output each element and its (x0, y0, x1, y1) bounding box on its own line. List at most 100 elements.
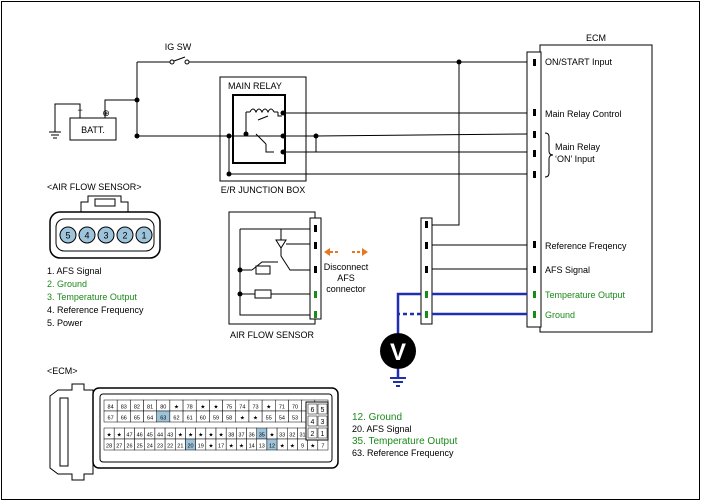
afs-pin-terminals (314, 225, 317, 318)
ecm-pin-number: ★ (214, 404, 219, 411)
ecm-pin-terminals (533, 59, 536, 318)
ecm-side-pin-number: 2 (311, 431, 315, 438)
ecm-legend-item: 35. Temperature Output (352, 436, 458, 447)
ecm-pin-number: 35 (259, 433, 265, 439)
afs-block-label: AIR FLOW SENSOR (230, 330, 315, 340)
ecm-pin-number: 28 (106, 444, 112, 450)
afs-pin-5 (59, 226, 77, 244)
ecm-pin-reference: Reference Freqency (545, 241, 627, 251)
ecm-side-pin (317, 403, 328, 415)
afs-legend-item: 1. AFS Signal (47, 266, 102, 276)
afs-pin-label: 2 (122, 231, 127, 241)
ig-switch (169, 56, 190, 65)
ecm-pin-number: 45 (147, 433, 153, 439)
ecm-pin-number: 46 (137, 433, 143, 439)
ecm-pin-number: 66 (121, 416, 127, 422)
ecm-pin-number: 22 (167, 444, 173, 450)
afs-pin-label: 1 (141, 231, 146, 241)
disconnect-note-line2: AFS (337, 273, 355, 283)
voltmeter (380, 333, 416, 369)
ecm-side-pin (307, 415, 318, 427)
ecm-pin-number: 24 (147, 444, 153, 450)
ecm-pin-number: 67 (108, 416, 114, 422)
ecm-side-pin (307, 403, 318, 415)
ecm-pin-number: ★ (229, 443, 234, 450)
ecm-pin-ground: Ground (545, 310, 575, 320)
ecm-pin-number: ★ (280, 443, 285, 450)
ecm-pin-number: 14 (249, 444, 255, 450)
ecm-pin-number: 74 (239, 405, 245, 411)
ecm-pin-number: 64 (147, 416, 153, 422)
main-relay (232, 94, 286, 164)
ig-sw-label: IG SW (165, 42, 192, 52)
ecm-pin-number: 71 (279, 405, 285, 411)
ecm-legend-item: 63. Reference Frequency (352, 448, 454, 458)
ecm-pin-number: 23 (157, 444, 163, 450)
ecm-pin-number: ★ (200, 404, 205, 411)
ecm-block (539, 44, 653, 333)
ecm-pin-number: 31 (299, 433, 305, 439)
battery-ground (49, 103, 81, 139)
ecm-side-pin-number: 3 (321, 419, 325, 426)
afs-internal-circuit (237, 228, 310, 316)
afs-pin-label: 3 (103, 231, 108, 241)
ecm-pin-number: ★ (270, 432, 275, 439)
ecm-pin-number: 21 (177, 444, 183, 450)
ecm-connector-strip (526, 51, 542, 328)
afs-legend-item: 4. Reference Frequency (47, 305, 144, 315)
ecm-pin-number: 81 (147, 405, 153, 411)
ecm-legend-item: 12. Ground (352, 412, 402, 423)
ecm-pin-number: 9 (301, 444, 304, 450)
ecm-connector-title: <ECM> (47, 366, 78, 376)
ecm-pin-number: 60 (200, 416, 206, 422)
ecm-brace (544, 132, 554, 178)
ecm-pin-number: 55 (266, 416, 272, 422)
ecm-connector-row2: ★★4746454443★★★★★38373635★33323130292827… (103, 427, 329, 451)
ecm-pin-number: 12 (269, 444, 275, 450)
ecm-side-pin (317, 415, 328, 427)
probe-positive (396, 292, 421, 333)
afs-legend-item: 2. Ground (47, 279, 87, 289)
ecm-pin-number: 61 (187, 416, 193, 422)
ecm-pin-number: 17 (218, 444, 224, 450)
afs-pin-4 (78, 226, 96, 244)
ecm-pin-main-relay: Main Relay (555, 142, 601, 152)
ecm-pin-number: 37 (238, 433, 244, 439)
ecm-pin-number: 27 (116, 444, 122, 450)
ecm-pin-number: 73 (252, 405, 258, 411)
ecm-pin-number: 44 (157, 433, 163, 439)
ecm-pin-on-input: ‘ON’ Input (555, 154, 595, 164)
ecm-side-pin-number: 1 (321, 431, 325, 438)
ecm-pin-number: ★ (253, 415, 258, 422)
disconnect-note-line1: Disconnect (324, 262, 369, 272)
battery-label: BATT. (81, 125, 105, 135)
junction-box-label: E/R JUNCTION BOX (221, 185, 306, 195)
ecm-pin-number: 54 (279, 416, 285, 422)
ecm-pin-number: 25 (137, 444, 143, 450)
ecm-pin-number: 65 (134, 416, 140, 422)
ecm-pin-number: ★ (290, 443, 295, 450)
ecm-pin-afs-signal: AFS Signal (545, 265, 590, 275)
ecm-side-pin (317, 427, 328, 439)
ecm-pin-main-relay-control: Main Relay Control (545, 109, 622, 119)
ecm-pin-number: ★ (240, 415, 245, 422)
ecm-pin-number: 7 (321, 444, 324, 450)
ecm-pin-number: 63 (160, 416, 166, 422)
ecm-pin-number: ★ (239, 443, 244, 450)
ecm-pin-number: 20 (187, 444, 193, 450)
battery-positive-wire (104, 99, 137, 112)
ecm-side-pin-number: 5 (321, 407, 325, 414)
ecm-pin-number: ★ (107, 432, 112, 439)
voltmeter-ground (390, 377, 406, 387)
ecm-pin-number: 82 (134, 405, 140, 411)
afs-pin-label: 4 (84, 231, 89, 241)
afs-pin-2 (116, 226, 134, 244)
ecm-pin-number: 84 (108, 405, 114, 411)
afs-pin-3 (97, 226, 115, 244)
